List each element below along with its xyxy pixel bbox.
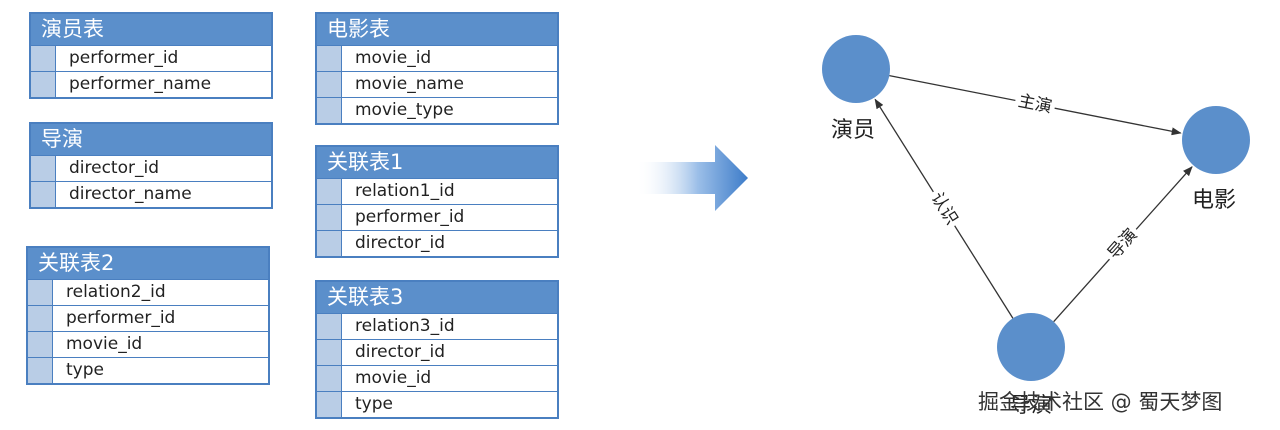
row-marker xyxy=(317,179,342,204)
table-row: type xyxy=(317,391,557,417)
field-label: movie_type xyxy=(355,100,454,120)
node-label-movie: 电影 xyxy=(1192,188,1236,213)
table-row: performer_id xyxy=(317,204,557,230)
field-label: movie_name xyxy=(355,74,464,94)
field-label: performer_id xyxy=(355,207,465,227)
row-marker xyxy=(28,358,53,383)
field-label: director_id xyxy=(355,233,446,253)
row-marker xyxy=(317,340,342,365)
table-title: 导演 xyxy=(31,124,271,155)
row-marker xyxy=(317,72,342,97)
row-marker xyxy=(31,46,56,71)
table-title: 关联表2 xyxy=(28,248,268,279)
table-row: performer_id xyxy=(31,45,271,71)
table-row: relation2_id xyxy=(28,279,268,305)
field-label: relation1_id xyxy=(355,181,455,201)
table-row: movie_id xyxy=(317,365,557,391)
field-label: type xyxy=(355,394,393,414)
field-label: relation2_id xyxy=(66,282,166,302)
row-marker xyxy=(317,314,342,339)
table-row: performer_name xyxy=(31,71,271,97)
edge-label-background xyxy=(924,186,964,232)
table-performer: 演员表 performer_id performer_name xyxy=(29,12,273,99)
table-row: movie_type xyxy=(317,97,557,123)
field-label: director_id xyxy=(355,342,446,362)
row-marker xyxy=(28,332,53,357)
field-label: movie_id xyxy=(355,48,432,68)
node-label-director: 导演 xyxy=(1010,393,1052,417)
table-row: director_id xyxy=(317,230,557,256)
node-label-performer: 演员 xyxy=(831,118,875,143)
node-performer xyxy=(822,35,890,103)
row-marker xyxy=(28,280,53,305)
table-title: 演员表 xyxy=(31,14,271,45)
field-label: performer_id xyxy=(69,48,179,68)
row-marker xyxy=(31,156,56,181)
node-director xyxy=(997,313,1065,381)
row-marker xyxy=(317,205,342,230)
field-label: performer_id xyxy=(66,308,176,328)
row-marker xyxy=(317,392,342,417)
table-row: director_id xyxy=(317,339,557,365)
field-label: movie_id xyxy=(66,334,143,354)
table-row: director_name xyxy=(31,181,271,207)
field-label: performer_name xyxy=(69,74,212,94)
transform-arrow-icon xyxy=(636,145,748,211)
table-row: type xyxy=(28,357,268,383)
table-movie: 电影表 movie_id movie_name movie_type xyxy=(315,12,559,125)
row-marker xyxy=(28,306,53,331)
table-title: 电影表 xyxy=(317,14,557,45)
table-row: relation3_id xyxy=(317,313,557,339)
table-row: movie_name xyxy=(317,71,557,97)
field-label: director_id xyxy=(69,158,160,178)
field-label: director_name xyxy=(69,184,192,204)
table-row: movie_id xyxy=(317,45,557,71)
row-marker xyxy=(317,46,342,71)
row-marker xyxy=(317,366,342,391)
edge-label-starring: 主演 xyxy=(1016,91,1053,117)
field-label: type xyxy=(66,360,104,380)
table-row: performer_id xyxy=(28,305,268,331)
table-title: 关联表3 xyxy=(317,282,557,313)
watermark: 掘金技术社区 @ 蜀天梦图 xyxy=(978,390,1223,414)
table-relation3: 关联表3 relation3_id director_id movie_id t… xyxy=(315,280,559,419)
field-label: relation3_id xyxy=(355,316,455,336)
table-row: movie_id xyxy=(28,331,268,357)
table-relation2: 关联表2 relation2_id performer_id movie_id … xyxy=(26,246,270,385)
row-marker xyxy=(317,98,342,123)
table-relation1: 关联表1 relation1_id performer_id director_… xyxy=(315,145,559,258)
table-row: director_id xyxy=(31,155,271,181)
row-marker xyxy=(31,72,56,97)
row-marker xyxy=(317,231,342,256)
node-movie xyxy=(1182,106,1250,174)
row-marker xyxy=(31,182,56,207)
edge-label-background xyxy=(1013,89,1057,119)
edge-label-background xyxy=(1101,222,1145,267)
table-row: relation1_id xyxy=(317,178,557,204)
table-director: 导演 director_id director_name xyxy=(29,122,273,209)
field-label: movie_id xyxy=(355,368,432,388)
table-title: 关联表1 xyxy=(317,147,557,178)
